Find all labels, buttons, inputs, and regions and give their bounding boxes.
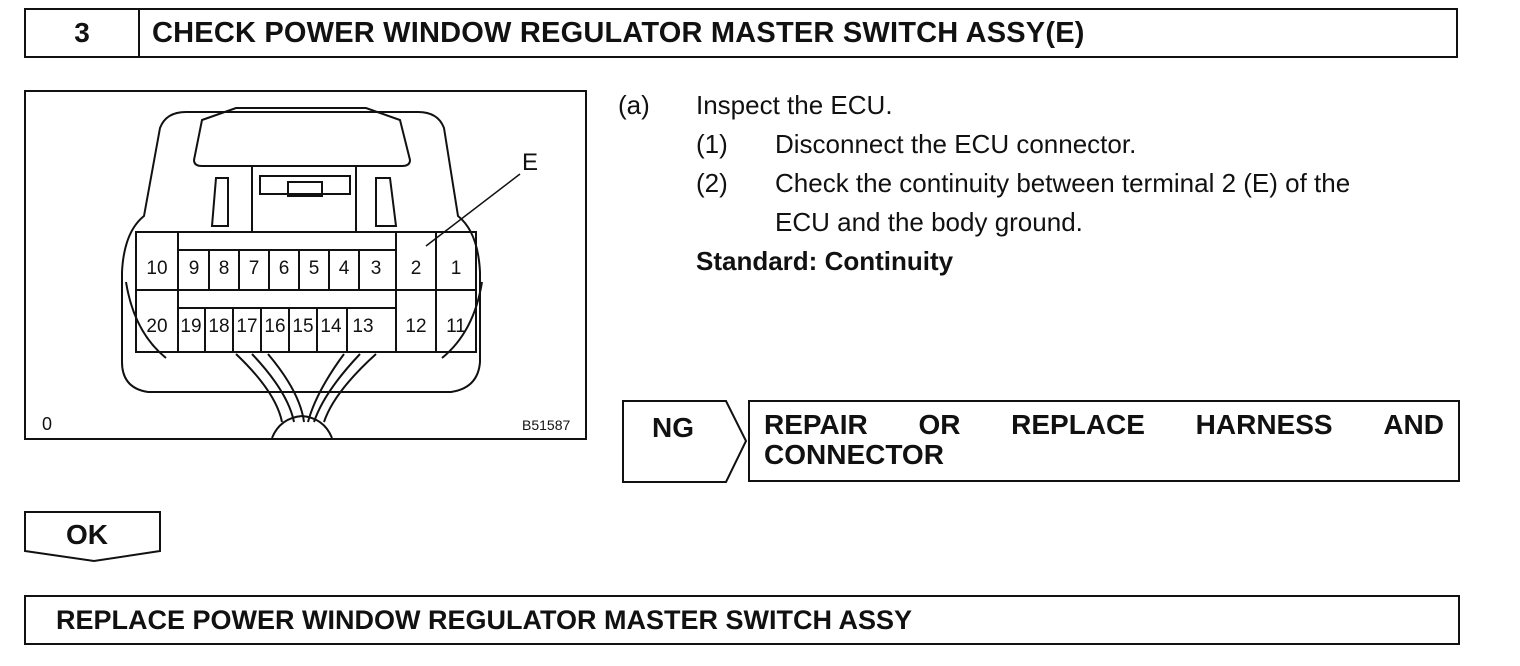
terminal-e-marker: E [522, 149, 538, 176]
step-2-label: (2) [696, 168, 728, 198]
terminal-label: 10 [146, 258, 167, 279]
ok-label: OK [66, 519, 108, 550]
terminal-label: 6 [279, 258, 290, 279]
terminal-label: 1 [451, 258, 462, 279]
connector-body [121, 111, 481, 393]
terminal-label: 4 [339, 258, 350, 279]
terminal-label: 9 [189, 258, 200, 279]
standard-value: Standard: Continuity [696, 246, 954, 276]
ok-arrow [24, 511, 161, 563]
terminal-label: 2 [411, 258, 422, 279]
terminal-label: 8 [219, 258, 230, 279]
ng-result-line1: REPAIR OR REPLACE HARNESS AND [764, 410, 1444, 440]
ng-result-word: AND [1383, 409, 1444, 440]
step-header: 3 CHECK POWER WINDOW REGULATOR MASTER SW… [24, 8, 1458, 58]
final-action-text: REPLACE POWER WINDOW REGULATOR MASTER SW… [56, 604, 912, 635]
terminal-label: 17 [236, 316, 257, 337]
figure-corner-label: 0 [42, 414, 52, 434]
step-a-text: Inspect the ECU. [696, 90, 893, 120]
ng-result-word: OR [918, 409, 961, 440]
terminal-label: 16 [264, 316, 285, 337]
step-2-line1: Check the continuity between terminal 2 … [775, 168, 1351, 198]
ng-arrow [622, 400, 748, 483]
terminal-block [135, 231, 477, 353]
ng-result-line2: CONNECTOR [764, 439, 944, 470]
terminal-label: 5 [309, 258, 320, 279]
connector-latch-tab [287, 181, 323, 197]
step-1-text: Disconnect the ECU connector. [775, 129, 1137, 159]
terminal-label: 20 [146, 316, 167, 337]
step-title: CHECK POWER WINDOW REGULATOR MASTER SWIT… [152, 16, 1085, 49]
step-2-line2: ECU and the body ground. [775, 207, 1083, 237]
terminal-label: 18 [208, 316, 229, 337]
ng-label: NG [652, 412, 694, 443]
terminal-label: 7 [249, 258, 260, 279]
step-number: 3 [26, 10, 140, 56]
terminal-e-leader [425, 173, 521, 247]
ng-result-word: REPLACE [1011, 409, 1145, 440]
final-action-box: REPLACE POWER WINDOW REGULATOR MASTER SW… [24, 595, 1460, 645]
harness-stub [271, 414, 333, 438]
terminal-label: 15 [292, 316, 313, 337]
ng-result-word: HARNESS [1195, 409, 1333, 440]
step-a-label: (a) [618, 90, 650, 120]
ng-result-box: REPAIR OR REPLACE HARNESS AND CONNECTOR [748, 400, 1460, 482]
connector-latch [259, 175, 351, 195]
figure-code: B51587 [522, 417, 570, 433]
connector-top-hood [192, 107, 412, 167]
terminal-label: 13 [352, 316, 373, 337]
terminal-label: 14 [320, 316, 342, 337]
terminal-label: 19 [180, 316, 201, 337]
step-1-label: (1) [696, 129, 728, 159]
terminal-label: 12 [405, 316, 426, 337]
terminal-label: 11 [446, 316, 466, 337]
ng-result-word: REPAIR [764, 409, 868, 440]
terminal-label: 3 [371, 258, 382, 279]
